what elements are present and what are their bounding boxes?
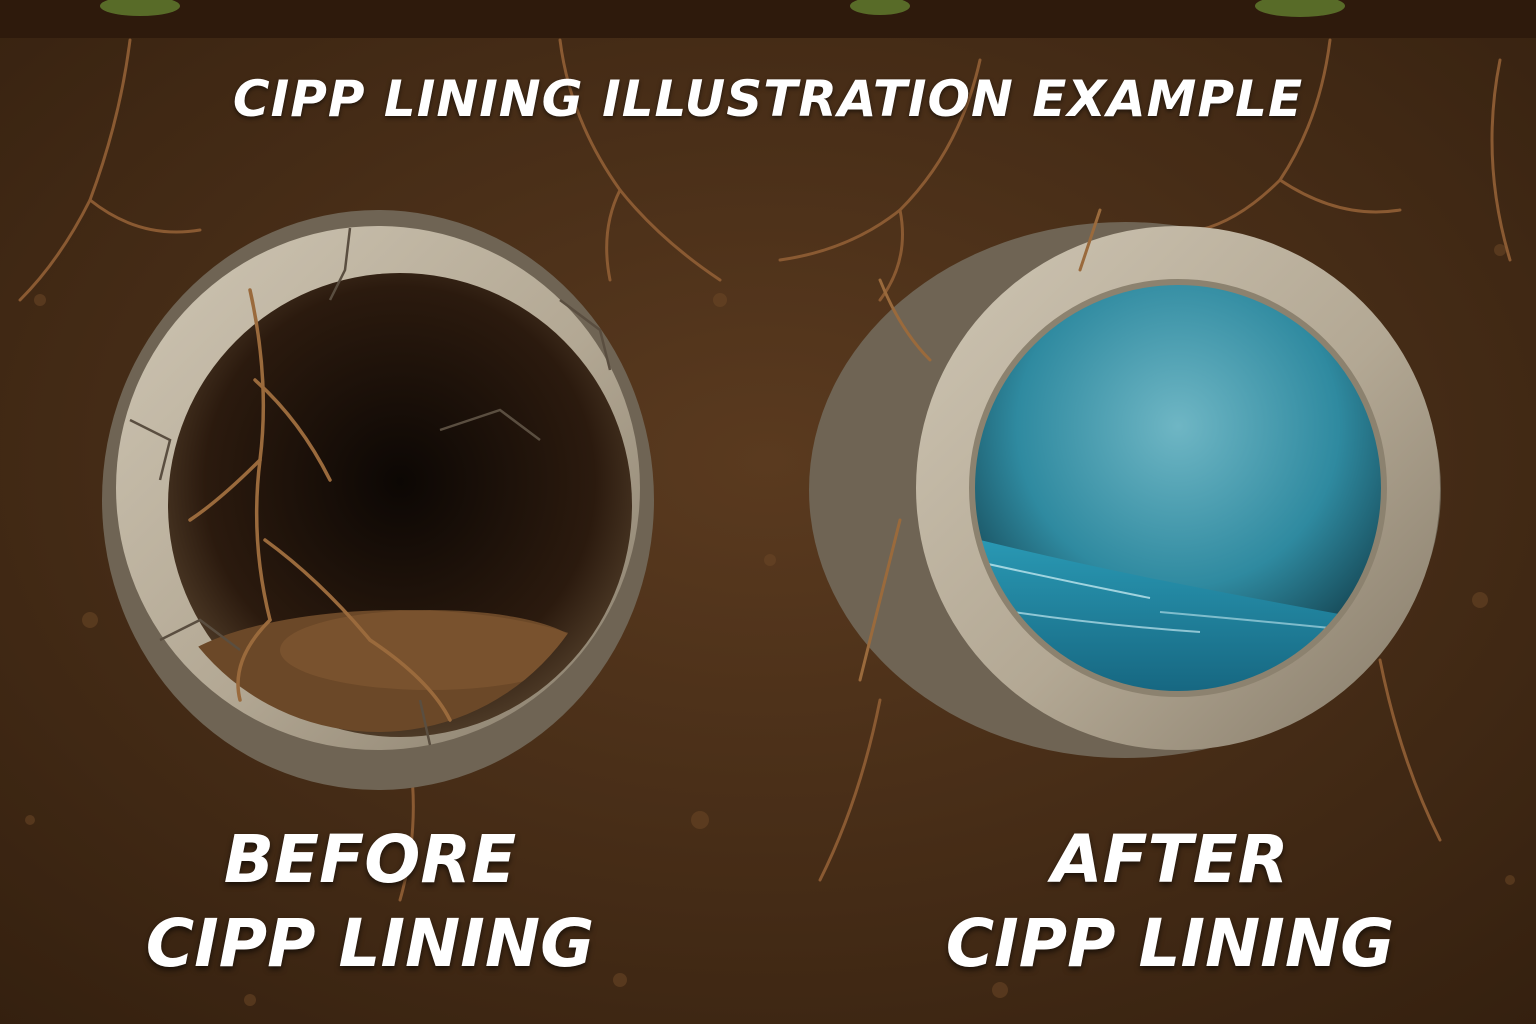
caption-before: BEFORE CIPP LINING — [50, 818, 690, 986]
page-title: CIPP LINING ILLUSTRATION EXAMPLE — [232, 70, 1304, 128]
pipe-before — [102, 210, 654, 790]
pipe-after-roots — [858, 208, 1102, 682]
pipe-after-liner-edge — [969, 279, 1387, 697]
caption-after: AFTER CIPP LINING — [850, 818, 1490, 986]
caption-before-line2: CIPP LINING — [145, 905, 595, 982]
pipe-after — [809, 208, 1441, 758]
soil-pebbles — [25, 244, 1515, 1006]
caption-before-line1: BEFORE — [223, 821, 517, 898]
caption-after-line2: CIPP LINING — [945, 905, 1395, 982]
pipe-before-cracks — [129, 227, 612, 746]
caption-after-line1: AFTER — [1051, 821, 1289, 898]
pipe-before-roots — [188, 288, 452, 722]
soil-roots — [18, 38, 1512, 902]
grass-tufts — [100, 0, 1345, 17]
